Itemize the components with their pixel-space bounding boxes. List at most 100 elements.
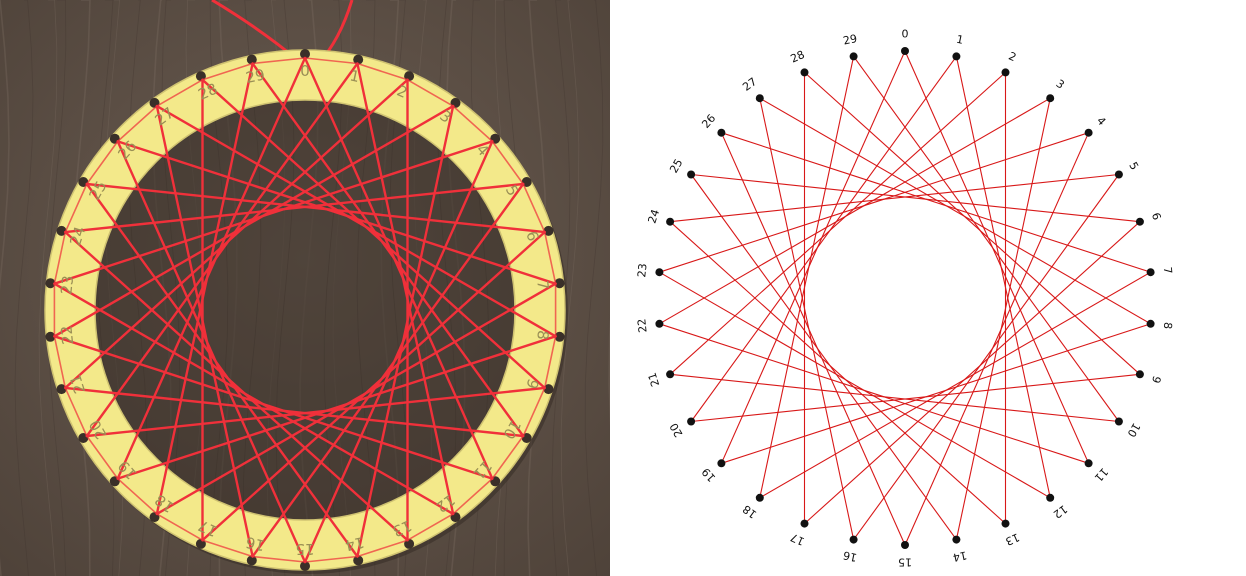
photo-edge-thread: [53, 336, 67, 389]
thread-line: [690, 56, 957, 422]
pin-dot: [755, 94, 764, 103]
ring-notch: [543, 225, 554, 236]
pin-label: 14: [952, 548, 968, 564]
photo-edge-thread: [64, 387, 88, 437]
ring-notch: [246, 555, 257, 566]
pin-label: 4: [1094, 114, 1108, 128]
photo-thread: [155, 104, 557, 338]
photo-edge-thread: [252, 57, 306, 65]
grain-line: [584, 0, 604, 576]
pin-dot: [1084, 128, 1093, 137]
ring-notch: [56, 225, 67, 236]
ring-engraved-label: 14: [343, 533, 365, 555]
photo-thread: [303, 140, 494, 564]
pin-label: 22: [635, 318, 649, 333]
grain-line: [380, 0, 400, 576]
grain-line: [560, 0, 580, 576]
diagram-pins: [655, 47, 1155, 549]
thread-line: [720, 132, 906, 546]
photo-edge-thread: [522, 387, 546, 437]
pin-dot: [655, 319, 664, 328]
grain-line: [0, 0, 10, 576]
thread-line: [659, 132, 1089, 273]
pin-label: 2: [1007, 49, 1019, 64]
photo-thread: [85, 62, 359, 438]
pin-dot: [952, 52, 961, 61]
pin-label: 5: [1126, 160, 1141, 173]
pin-label: 24: [646, 208, 663, 225]
thread-line: [691, 173, 1140, 223]
photo-thread: [64, 230, 409, 542]
photo-edge-thread: [117, 105, 158, 142]
photo-thread: [85, 182, 359, 558]
photo-thread: [53, 104, 455, 338]
photo-thread: [201, 230, 546, 542]
pin-dot: [755, 493, 764, 502]
pin-label: 20: [667, 421, 685, 440]
pin-dot: [666, 370, 675, 379]
photo-thread: [85, 182, 546, 234]
photo-thread: [116, 140, 307, 564]
ring-notch: [543, 384, 554, 395]
photo-edge-thread: [202, 539, 253, 558]
pin-dot: [717, 459, 726, 468]
pin-dot: [1146, 268, 1155, 277]
ring-engraved-label: 8: [533, 329, 552, 340]
pin-label: 10: [1124, 421, 1142, 440]
pin-label: 27: [740, 75, 759, 94]
thread-line: [669, 71, 1006, 375]
ring-engraved-label: 22: [57, 325, 77, 346]
grain-line: [161, 0, 181, 576]
thread-line: [721, 323, 1151, 464]
ring-engraved-label: 21: [66, 372, 89, 396]
photo-edge-thread: [407, 79, 454, 107]
photo-thread: [155, 282, 557, 516]
grain-line: [209, 0, 229, 576]
photo-edge-thread: [407, 513, 454, 541]
photo-edge-thread: [86, 140, 119, 185]
photo-thread: [356, 104, 455, 558]
thread-line: [804, 221, 1141, 525]
ring-notch: [404, 71, 415, 82]
pin-label: 9: [1149, 374, 1164, 385]
photo-thread: [116, 140, 557, 285]
ring-engraved-label: 23: [57, 275, 77, 296]
grain-line: [218, 0, 238, 576]
ring-notch: [554, 331, 565, 342]
photo-edge-thread: [543, 336, 557, 389]
photo-thread: [53, 282, 455, 516]
grain-line: [413, 0, 433, 576]
pin-label: 15: [898, 556, 912, 569]
photo-thread: [116, 56, 307, 480]
ring-notch: [246, 54, 257, 65]
ring-engraved-label: 7: [533, 279, 552, 290]
ring-notch: [195, 538, 206, 549]
grain-line: [551, 0, 571, 576]
thread-line: [670, 373, 1119, 423]
photo-thread: [155, 104, 254, 558]
pin-label: 3: [1054, 77, 1067, 92]
yellow-ring: [44, 49, 568, 574]
photo-thread: [201, 78, 546, 390]
pin-dot: [1001, 68, 1010, 77]
pin-dot: [1084, 459, 1093, 468]
thread-line: [720, 50, 906, 464]
pin-dot: [687, 170, 696, 179]
pin-dot: [666, 217, 675, 226]
pin-label: 29: [842, 32, 858, 48]
photo-edge-thread: [543, 231, 557, 284]
photo-thread: [251, 62, 525, 438]
photo-thread: [85, 386, 546, 438]
photo-thread: [53, 335, 494, 480]
thread-line: [759, 98, 855, 540]
ring-engraved-label: 16: [244, 533, 266, 555]
photo-edge-thread: [522, 183, 546, 233]
pin-dot: [901, 541, 909, 549]
thread-line: [759, 56, 855, 498]
ring-engraved-label: 29: [244, 65, 266, 87]
pin-dot: [655, 268, 664, 277]
